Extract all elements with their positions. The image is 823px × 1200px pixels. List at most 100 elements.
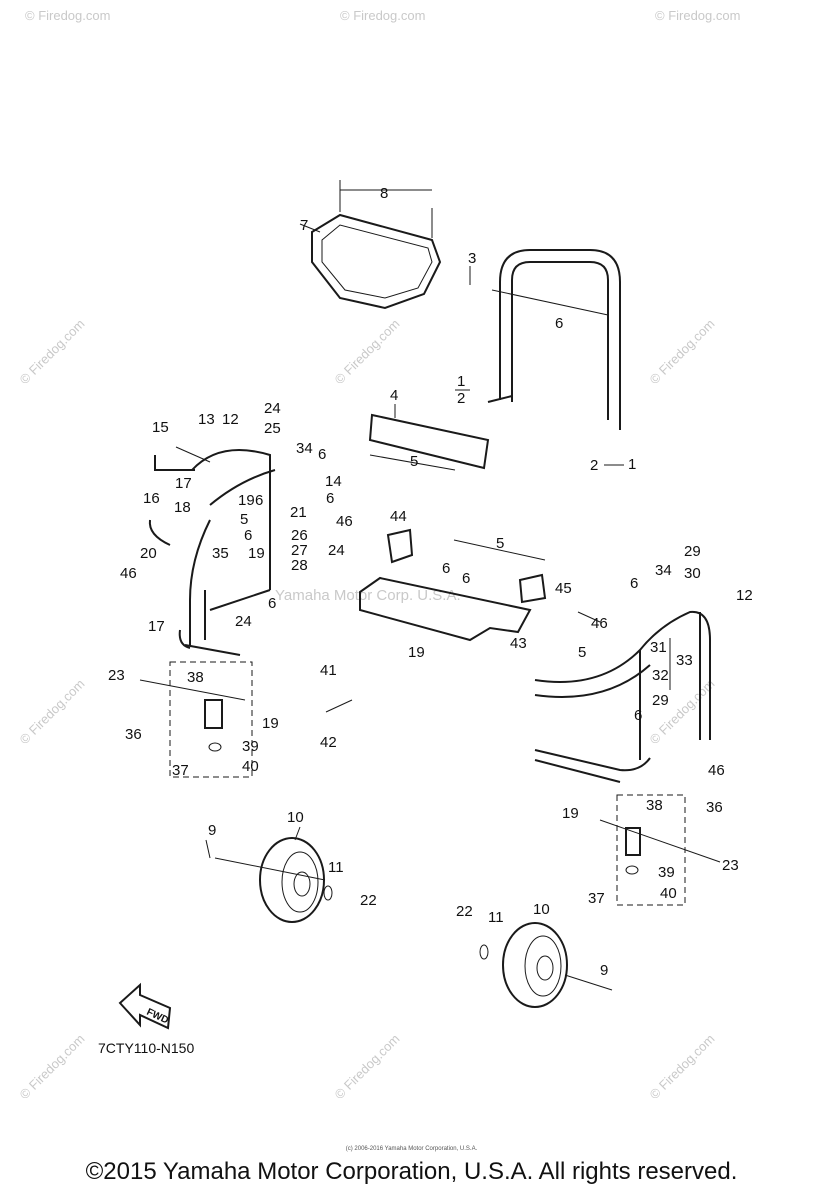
callout: 39 [242,738,259,755]
callout: 36 [706,799,723,816]
leader-lines [175,223,671,859]
handle-cover [311,180,442,310]
callout: 10 [287,809,304,826]
callout: 12 [222,411,239,428]
callout: 12 [736,587,753,604]
right-bracket-box [599,794,721,906]
watermark: © Firedog.com [25,8,110,23]
callout: 34 [655,562,672,579]
callout: 18 [174,499,191,516]
callout: 19 [248,545,265,562]
callout: 6 [268,595,276,612]
callout: 21 [290,504,307,521]
callout: 19 [238,492,255,509]
callout: 6 [318,446,326,463]
left-wheel [214,837,333,923]
callout: 10 [533,901,550,918]
callout: 9 [600,962,608,979]
watermark: © Firedog.com [655,8,740,23]
callout: 5 [410,453,418,470]
cross-bracket [368,413,490,470]
callout: 22 [456,903,473,920]
callout: 8 [380,185,388,202]
callout: 1 [628,456,636,473]
callout: 6 [255,492,263,509]
callout: 24 [328,542,345,559]
callout: 23 [722,857,739,874]
watermark: © Firedog.com [17,1031,88,1102]
callout: 6 [462,570,470,587]
callout: 17 [175,475,192,492]
callout: 22 [360,892,377,909]
callout: 38 [187,669,204,686]
left-frame [148,449,276,656]
base-plate [359,576,532,642]
callout: 29 [684,543,701,560]
callout: 24 [235,613,252,630]
callout: 45 [555,580,572,597]
callout: 11 [488,909,504,926]
callout: 27 [291,542,308,559]
rear-handle-frame [487,249,621,430]
callout: 23 [108,667,125,684]
callout: 30 [684,565,701,582]
callout: 42 [320,734,337,751]
small-copyright: (c) 2006-2016 Yamaha Motor Corporation, … [345,1146,478,1152]
right-frame [534,610,711,783]
watermark: © Firedog.com [647,676,718,747]
watermark-layer: © Firedog.com © Firedog.com © Firedog.co… [17,8,741,1102]
forward-arrow-icon: FWD [118,982,172,1030]
callout: 46 [336,513,353,530]
callout: 43 [510,635,527,652]
watermark: © Firedog.com [332,1031,403,1102]
callout: 6 [634,707,642,724]
callout: 41 [320,662,337,679]
callout: 26 [291,527,308,544]
callout: 5 [240,511,248,528]
callout: 19 [562,805,579,822]
left-bracket-box [139,661,253,778]
callout: 40 [660,885,677,902]
callout: 11 [328,859,344,876]
watermark: © Firedog.com [332,316,403,387]
watermark: © Firedog.com [17,676,88,747]
callout: 2 [457,390,465,407]
callout: 24 [264,400,281,417]
callout: 33 [676,652,693,669]
callout: 6 [442,560,450,577]
callout: 28 [291,557,308,574]
callout: 34 [296,440,313,457]
watermark: © Firedog.com [647,316,718,387]
brackets [386,528,547,604]
callout: 40 [242,758,259,775]
watermark: © Firedog.com [340,8,425,23]
watermark: © Firedog.com [647,1031,718,1102]
callout-labels: 1 2 1 2 3 4 5 6 7 8 6 12 13 15 17 18 24 … [108,185,753,979]
callout: 46 [120,565,137,582]
callout: 1 [457,373,465,390]
callout: 44 [390,508,407,525]
callout: 37 [588,890,605,907]
callout: 6 [326,490,334,507]
callout: 29 [652,692,669,709]
callout: 35 [212,545,229,562]
callout: 14 [325,473,342,490]
callout: 6 [244,527,252,544]
right-wheel [479,922,613,1008]
diagram-code: 7CTY110-N150 [98,1040,194,1056]
callout: 36 [125,726,142,743]
callout: 46 [591,615,608,632]
copyright-notice: ©2015 Yamaha Motor Corporation, U.S.A. A… [85,1158,738,1185]
callout: 6 [630,575,638,592]
callout: 9 [208,822,216,839]
watermark: © Firedog.com [17,316,88,387]
callout: 3 [468,250,476,267]
callout: 2 [590,457,598,474]
callout: 31 [650,639,667,656]
callout: 25 [264,420,281,437]
callout: 46 [708,762,725,779]
callout: 6 [555,315,563,332]
callout: 20 [140,545,157,562]
callout: 5 [578,644,586,661]
